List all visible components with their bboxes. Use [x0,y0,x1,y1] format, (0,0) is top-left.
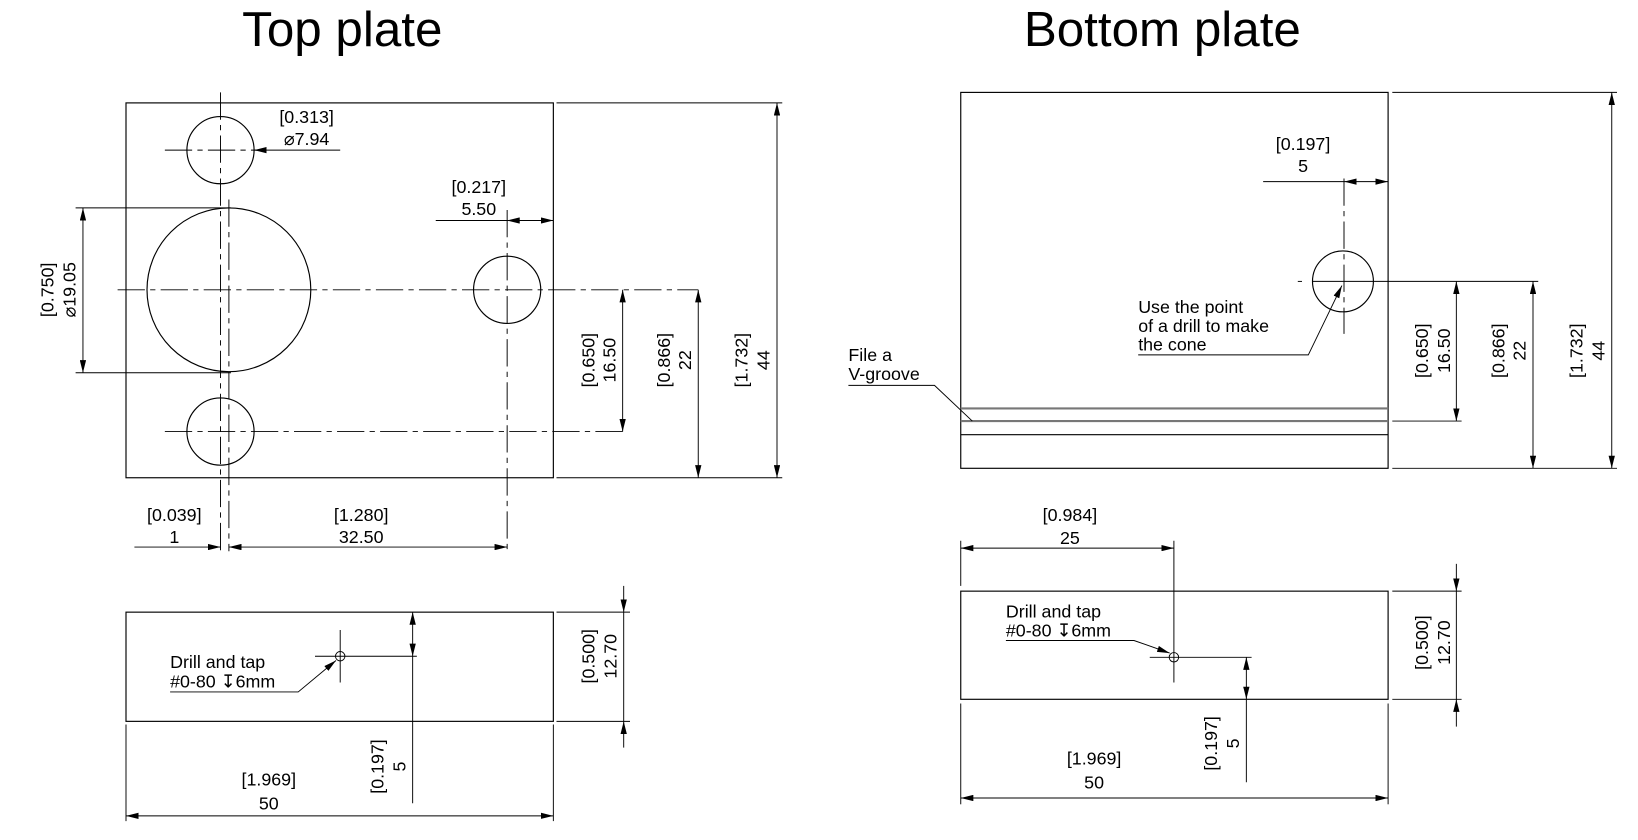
dim-mm: 12.70 [1434,620,1454,665]
dim-mm: 16.50 [1434,328,1454,373]
dim-inch: [0.750] [38,263,58,318]
bottom-plate-outline [960,91,1389,469]
dim-mm: 12.70 [600,634,620,679]
note-text: V-groove [848,364,919,384]
dim-inch: [1.280] [334,505,389,525]
bottom-plate-side-view: [0.984] 25 [0.197] 5 Drill and tap #0-80… [960,505,1462,805]
top-plate-side-view: [0.197] 5 Drill and tap #0-80 ↧6mm [0.50… [125,585,630,822]
dim-mm: 50 [259,794,279,814]
dim-mm: 44 [1588,341,1608,361]
dim-mm: 22 [675,350,695,370]
bottom-plate-title: Bottom plate [1024,2,1301,57]
note-text: the cone [1138,335,1206,355]
dim-inch: [0.650] [1412,323,1432,378]
bottom-plate: Bottom plate [0.197] 5 Use the point of … [848,2,1617,805]
dim-inch: [0.197] [1201,716,1221,771]
dim-mm: 16.50 [599,338,619,383]
dim-mm: 22 [1510,341,1530,361]
dim-inch: [0.500] [578,629,598,684]
dim-mm: 5 [1298,156,1308,176]
dim-inch: [0.313] [279,107,334,127]
dim-inch: [1.732] [732,333,752,388]
dim-mm: 5.50 [461,199,496,219]
dim-mm: 5 [389,761,409,771]
dim-inch: [1.969] [1067,748,1122,768]
dim-mm: 44 [754,350,774,370]
dim-mm: 50 [1084,773,1104,793]
leader-line [170,660,337,693]
leader-line [1005,640,1170,654]
dim-mm: 25 [1060,528,1080,548]
note-text: Drill and tap [1006,601,1101,621]
leader-line [848,384,973,422]
dim-inch: [0.650] [578,333,598,388]
dim-inch: [0.197] [367,739,387,794]
dim-inch: [0.500] [1412,615,1432,670]
dim-mm: 5 [1223,738,1243,748]
dim-inch: [0.197] [1276,134,1331,154]
top-plate-title: Top plate [242,2,442,57]
top-plate-outline [125,102,554,479]
note-text: Use the point [1138,297,1243,317]
note-text: #0-80 ↧6mm [170,672,275,692]
note-text: Drill and tap [170,652,265,672]
dim-inch: [0.039] [147,505,202,525]
dim-inch: [0.217] [452,177,507,197]
dim-mm: 1 [169,527,179,547]
dim-inch: [1.969] [242,769,297,789]
note-text: of a drill to make [1138,316,1269,336]
side-view-outline [125,611,554,722]
note-text: #0-80 ↧6mm [1006,620,1111,640]
dim-inch: [0.984] [1043,505,1098,525]
top-plate: Top plate [0.313] ⌀7.94 [0.217] 5.50 [0.… [38,2,783,822]
dim-mm: ⌀19.05 [60,262,80,317]
dim-mm: ⌀7.94 [284,129,330,149]
leader-line [1138,285,1343,356]
dim-inch: [1.732] [1566,323,1586,378]
side-view-outline [960,590,1389,700]
note-text: File a [848,345,892,365]
dim-inch: [0.866] [1489,323,1509,378]
dim-mm: 32.50 [339,527,384,547]
dim-inch: [0.866] [654,333,674,388]
